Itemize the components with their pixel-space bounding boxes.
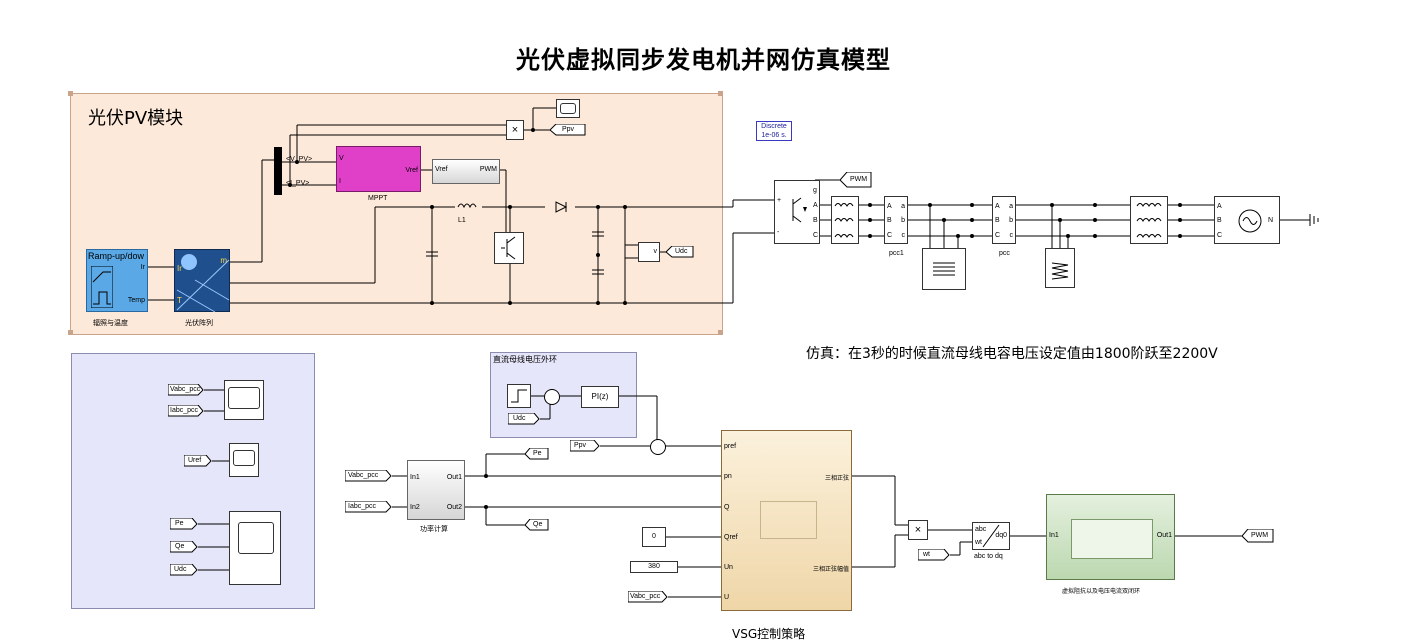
- igbt-switch[interactable]: [494, 232, 524, 264]
- pwm-generator-block[interactable]: Vref PWM: [432, 159, 500, 184]
- three-phase-inductor-icon: [834, 203, 854, 238]
- inductor-label: L1: [458, 217, 466, 224]
- pv-area-label: 光伏PV模块: [88, 108, 184, 129]
- mppt-block[interactable]: V I Vref: [336, 146, 421, 192]
- from-tag-udc[interactable]: Udc: [170, 564, 198, 576]
- pcc1-label: pcc1: [889, 250, 904, 257]
- area-corner: [68, 91, 73, 96]
- const-qref[interactable]: 0: [642, 527, 666, 547]
- port-ir: Ir: [177, 264, 182, 273]
- vi-scope[interactable]: [224, 380, 264, 420]
- vi-measurement-pcc1[interactable]: A B C a b c: [884, 196, 908, 244]
- port-pwm: PWM: [479, 166, 497, 173]
- vsg-preview: [760, 501, 817, 539]
- ppv-goto-tag[interactable]: Ppv: [550, 124, 586, 136]
- abc-to-dq-block[interactable]: abc wt dq0: [972, 522, 1010, 550]
- vsg-control-block[interactable]: pref pn Q Qref Un U 三相正弦 三相正弦幅值: [721, 430, 852, 611]
- impedance-caption: 虚拟阻抗以及电压电流双闭环: [1062, 588, 1141, 595]
- pv-array-caption: 光伏阵列: [185, 320, 213, 327]
- ramp-caption: 辐照与温度: [93, 320, 128, 327]
- from-tag-pe[interactable]: Pe: [170, 518, 198, 530]
- port-v: V: [339, 155, 344, 162]
- impedance-preview: [1071, 519, 1153, 559]
- ppv-scope[interactable]: [556, 99, 580, 118]
- product-block-2[interactable]: ×: [908, 520, 928, 540]
- pwm-from-tag[interactable]: PWM: [840, 172, 872, 188]
- from-tag-ppv[interactable]: Ppv: [570, 440, 600, 452]
- page-title: 光伏虚拟同步发电机并网仿真模型: [516, 46, 891, 74]
- product-block[interactable]: ×: [506, 120, 524, 140]
- power-calc-block[interactable]: In1 In2 Out1 Out2: [407, 460, 465, 520]
- from-tag-qe[interactable]: Qe: [170, 541, 198, 553]
- port-i: I: [339, 178, 341, 185]
- port-vref: Vref: [405, 167, 418, 174]
- sum-block[interactable]: [544, 389, 560, 405]
- voltage-measurement[interactable]: v: [638, 242, 660, 262]
- vi-measurement-pcc[interactable]: A B C a b c: [992, 196, 1016, 244]
- ac-source-icon: [1238, 209, 1262, 233]
- from-tag-wt[interactable]: wt: [918, 549, 950, 561]
- igbt-bridge-icon: [792, 197, 807, 223]
- from-tag-vabc[interactable]: Vabc_pcc: [168, 384, 204, 396]
- area-corner: [718, 91, 723, 96]
- bus-label-i: <I_PV>: [286, 180, 310, 187]
- step-block[interactable]: [507, 384, 531, 408]
- pcc-label: pcc: [999, 250, 1010, 257]
- port-temp: Temp: [127, 297, 145, 304]
- filter-capacitor[interactable]: [922, 248, 966, 290]
- power-calc-caption: 功率计算: [420, 526, 448, 533]
- mppt-caption: MPPT: [368, 195, 388, 202]
- igbt-icon: [501, 236, 516, 260]
- abc-to-dq-caption: abc to dq: [974, 553, 1003, 560]
- filter-inductor[interactable]: [831, 196, 859, 244]
- pwm-goto-tag[interactable]: PWM: [1242, 529, 1274, 543]
- uref-scope[interactable]: [229, 443, 259, 477]
- irradiance-temp-block[interactable]: Ramp-up/dow Ir Temp: [86, 249, 148, 312]
- from-tag-iabc[interactable]: Iabc_pcc: [168, 405, 204, 417]
- bus-selector[interactable]: [274, 147, 282, 195]
- sum-block-pref[interactable]: [650, 439, 666, 455]
- solar-panel-icon: [176, 254, 230, 313]
- pv-array-block[interactable]: m Ir T: [174, 249, 230, 313]
- pqu-scope[interactable]: [229, 511, 281, 585]
- port-t: T: [177, 296, 182, 305]
- ramp-icon: [91, 266, 113, 308]
- resistor-load-icon: [1051, 262, 1069, 280]
- simulation-note: 仿真：在3秒的时候直流母线电容电压设定值由1800阶跃至2200V: [806, 346, 1218, 362]
- dc-loop-title: 直流母线电压外环: [493, 355, 557, 364]
- from-tag-uref[interactable]: Uref: [184, 455, 212, 467]
- port-m: m: [220, 256, 227, 265]
- const-un[interactable]: 380: [630, 561, 678, 573]
- capacitor-bank-icon: [933, 262, 955, 276]
- virtual-impedance-block[interactable]: In1 Out1: [1046, 494, 1175, 580]
- vsg-caption: VSG控制策略: [732, 627, 806, 641]
- transformer[interactable]: [1130, 196, 1168, 244]
- from-tag-udc-loop[interactable]: Udc: [508, 413, 540, 425]
- from-tag-vabc-pcc[interactable]: Vabc_pcc: [345, 470, 392, 482]
- bus-label-v: <V_PV>: [286, 156, 313, 163]
- from-tag-u[interactable]: Vabc_pcc: [628, 591, 668, 603]
- inverter-bridge[interactable]: + - g A B C: [774, 180, 820, 244]
- step-icon: [511, 389, 527, 403]
- goto-tag-qe[interactable]: Qe: [525, 519, 549, 531]
- pi-controller[interactable]: PI(z): [581, 386, 619, 408]
- from-tag-iabc-pcc[interactable]: Iabc_pcc: [345, 501, 392, 513]
- ramp-title: Ramp-up/dow: [88, 251, 145, 261]
- area-corner: [718, 330, 723, 335]
- port-vref: Vref: [435, 166, 448, 173]
- powergui-block[interactable]: Discrete 1e-06 s.: [756, 121, 792, 141]
- port-ir: Ir: [140, 264, 145, 271]
- goto-tag-pe[interactable]: Pe: [525, 448, 549, 460]
- grid-source[interactable]: A B C N: [1214, 196, 1280, 244]
- three-phase-load[interactable]: [1045, 248, 1075, 288]
- area-corner: [68, 330, 73, 335]
- transformer-icon: [1136, 203, 1162, 238]
- udc-goto-tag[interactable]: Udc: [666, 246, 694, 258]
